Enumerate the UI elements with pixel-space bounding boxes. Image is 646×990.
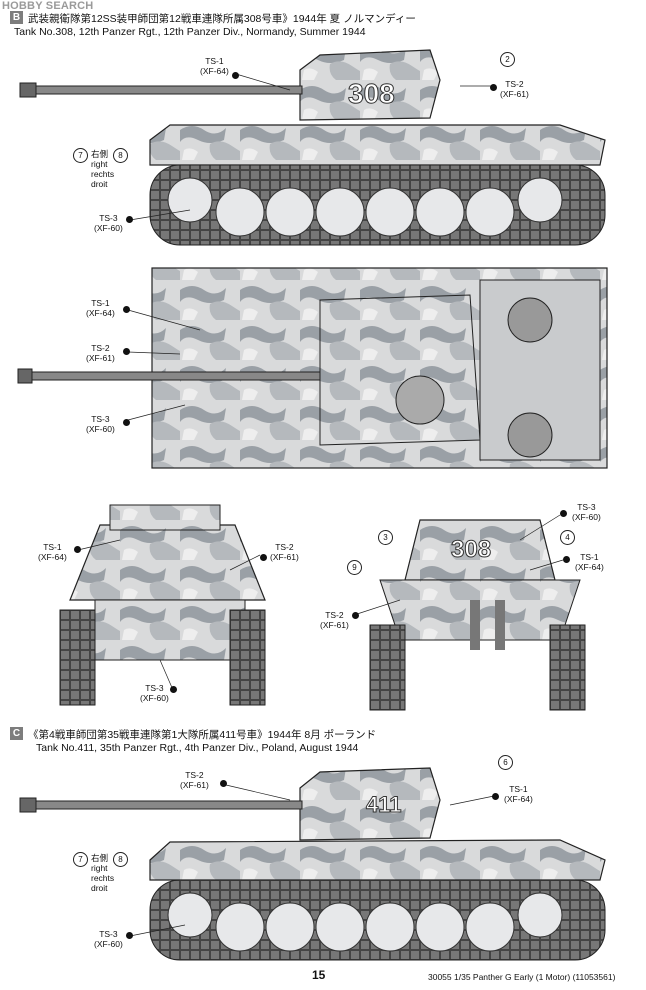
label-ts2-top-b: TS-2(XF-61) xyxy=(86,343,115,363)
section-b-title-jp: 武装親衛隊第12SS装甲師団第12戦車連隊所属308号車》1944年 夏 ノルマ… xyxy=(28,13,416,25)
watermark: HOBBY SEARCH xyxy=(2,0,94,12)
label-ts3-front: TS-3(XF-60) xyxy=(140,683,169,703)
marker-dot xyxy=(260,554,267,561)
label-ts1-side-c: TS-1(XF-64) xyxy=(504,784,533,804)
marker-dot xyxy=(123,306,130,313)
label-ts2-side-c: TS-2(XF-61) xyxy=(180,770,209,790)
marker-dot xyxy=(170,686,177,693)
callout-3: 3 xyxy=(378,530,393,545)
label-ts1-top-b: TS-1(XF-64) xyxy=(86,298,115,318)
rear-view xyxy=(369,519,586,711)
turret-number-c: 411 xyxy=(366,792,402,818)
label-ts1-rear: TS-1(XF-64) xyxy=(575,552,604,572)
turret-number-rear: 308 xyxy=(450,536,492,564)
marker-dot xyxy=(560,510,567,517)
page-number: 15 xyxy=(312,968,326,982)
marker-dot xyxy=(123,348,130,355)
section-c-badge: C xyxy=(10,727,23,740)
callout-7-c: 7 xyxy=(73,852,88,867)
section-b-badge: B xyxy=(10,11,23,24)
marker-dot xyxy=(232,72,239,79)
section-c-title-jp: 《第4戦車師団第35戦車連隊第1大隊所属411号車》1944年 8月 ポーランド xyxy=(28,729,377,741)
label-ts2-front: TS-2(XF-61) xyxy=(270,542,299,562)
callout-8-b: 8 xyxy=(113,148,128,163)
label-ts1-side-b: TS-1(XF-64) xyxy=(200,56,229,76)
product-code: 30055 1/35 Panther G Early (1 Motor) (11… xyxy=(428,972,616,982)
marker-dot xyxy=(492,793,499,800)
marker-dot xyxy=(490,84,497,91)
front-view xyxy=(59,504,266,706)
marker-dot xyxy=(563,556,570,563)
callout-2: 2 xyxy=(500,52,515,67)
callout-7-b: 7 xyxy=(73,148,88,163)
marker-dot xyxy=(220,780,227,787)
side-view-b xyxy=(19,49,606,246)
section-b-title-en: Tank No.308, 12th Panzer Rgt., 12th Panz… xyxy=(14,26,366,38)
callout-9: 9 xyxy=(347,560,362,575)
callout-4: 4 xyxy=(560,530,575,545)
marker-dot xyxy=(126,216,133,223)
section-c-title-en: Tank No.411, 35th Panzer Rgt., 4th Panze… xyxy=(36,742,359,754)
marker-dot xyxy=(74,546,81,553)
label-ts2-rear: TS-2(XF-61) xyxy=(320,610,349,630)
label-ts1-front: TS-1(XF-64) xyxy=(38,542,67,562)
label-ts3-top-b: TS-3(XF-60) xyxy=(86,414,115,434)
marker-dot xyxy=(352,612,359,619)
label-ts3-rear: TS-3(XF-60) xyxy=(572,502,601,522)
callout-8-c: 8 xyxy=(113,852,128,867)
marker-dot xyxy=(123,419,130,426)
label-ts3-side-c: TS-3(XF-60) xyxy=(94,929,123,949)
marker-dot xyxy=(126,932,133,939)
label-ts2-side-b: TS-2(XF-61) xyxy=(500,79,529,99)
callout-6: 6 xyxy=(498,755,513,770)
turret-number-b: 308 xyxy=(348,78,396,110)
label-ts3-side-b: TS-3(XF-60) xyxy=(94,213,123,233)
top-view-b xyxy=(17,267,608,469)
